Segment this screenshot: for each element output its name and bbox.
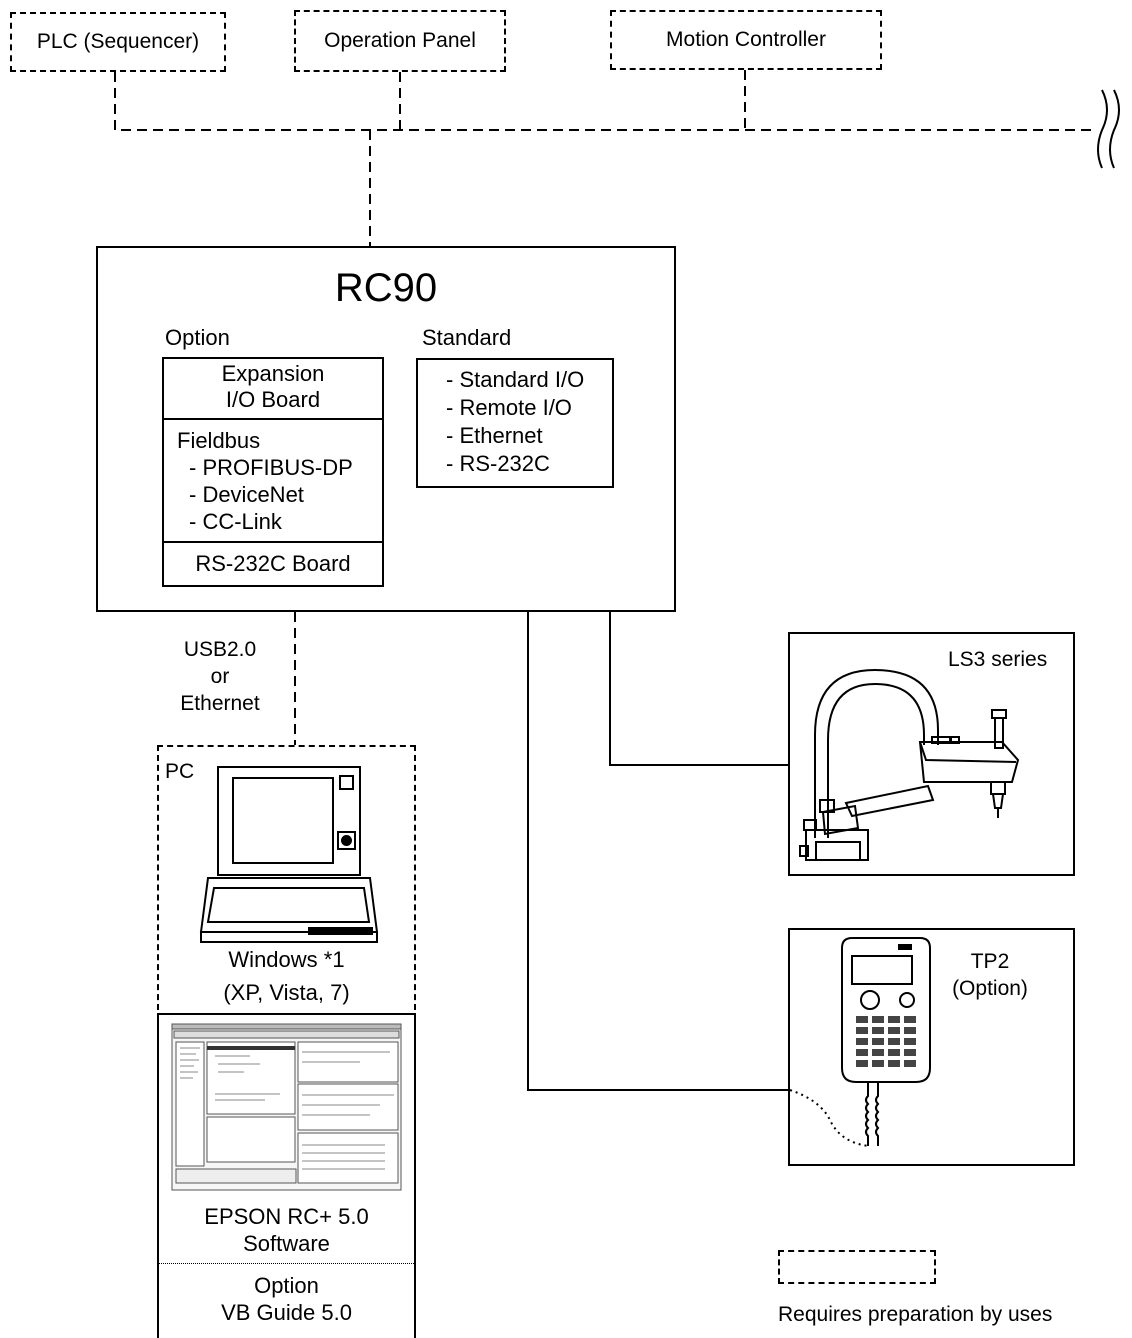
connection-label-1: USB2.0 — [183, 638, 257, 661]
tp-line2: (Option) — [952, 977, 1028, 1000]
expansion-line2: I/O Board — [225, 387, 321, 412]
plc-label: PLC (Sequencer) — [36, 30, 200, 53]
laptop-slot — [308, 927, 373, 935]
standard-item: - Remote I/O — [446, 395, 572, 420]
fieldbus-title: Fieldbus — [177, 428, 261, 453]
break-symbol — [1097, 89, 1108, 169]
software-divider — [159, 1263, 414, 1264]
motion-controller-label: Motion Controller — [666, 28, 826, 51]
standard-item: - Ethernet — [446, 423, 543, 448]
expansion-line1: Expansion — [221, 361, 325, 386]
robot-cable — [609, 612, 790, 766]
fieldbus-item: - CC-Link — [189, 509, 282, 534]
rs232-board-label: RS-232C Board — [195, 551, 351, 576]
option-divider-1 — [162, 418, 384, 420]
software-box — [157, 1013, 416, 1338]
fieldbus-line — [114, 72, 1095, 131]
legend-text: Requires preparation by uses — [778, 1303, 1053, 1326]
pc-label: PC — [165, 760, 195, 783]
software-line2: Software — [243, 1231, 330, 1256]
controller-title: RC90 — [334, 266, 438, 310]
os-line2: (XP, Vista, 7) — [223, 980, 350, 1005]
fieldbus-item: - PROFIBUS-DP — [189, 455, 353, 480]
option-line1: Option — [254, 1273, 319, 1298]
standard-item: - RS-232C — [446, 451, 550, 476]
connection-label-3: Ethernet — [180, 692, 260, 715]
pc-box — [157, 745, 416, 1020]
operation-panel-label: Operation Panel — [324, 29, 476, 52]
fieldbus-item: - DeviceNet — [189, 482, 304, 507]
option-divider-2 — [162, 541, 384, 543]
robot-box — [788, 632, 1075, 876]
operation-panel-box: Operation Panel — [294, 10, 506, 72]
teach-pendant-box — [788, 928, 1075, 1166]
standard-heading: Standard — [422, 325, 512, 350]
software-line1: EPSON RC+ 5.0 — [204, 1204, 369, 1229]
option-heading: Option — [165, 325, 230, 350]
standard-item: - Standard I/O — [446, 367, 585, 392]
motion-controller-box: Motion Controller — [610, 10, 882, 70]
tp-cable — [527, 612, 790, 1091]
option-stack — [162, 357, 384, 587]
os-line1: Windows *1 — [228, 947, 345, 972]
rc90-controller — [96, 246, 676, 612]
option-line2: VB Guide 5.0 — [221, 1300, 352, 1325]
robot-label: LS3 series — [948, 648, 1048, 671]
standard-box — [416, 358, 614, 488]
plc-box: PLC (Sequencer) — [10, 12, 226, 72]
legend-dashed-box — [778, 1250, 936, 1284]
tp-line1: TP2 — [970, 950, 1010, 973]
connection-label-2: or — [210, 665, 230, 688]
